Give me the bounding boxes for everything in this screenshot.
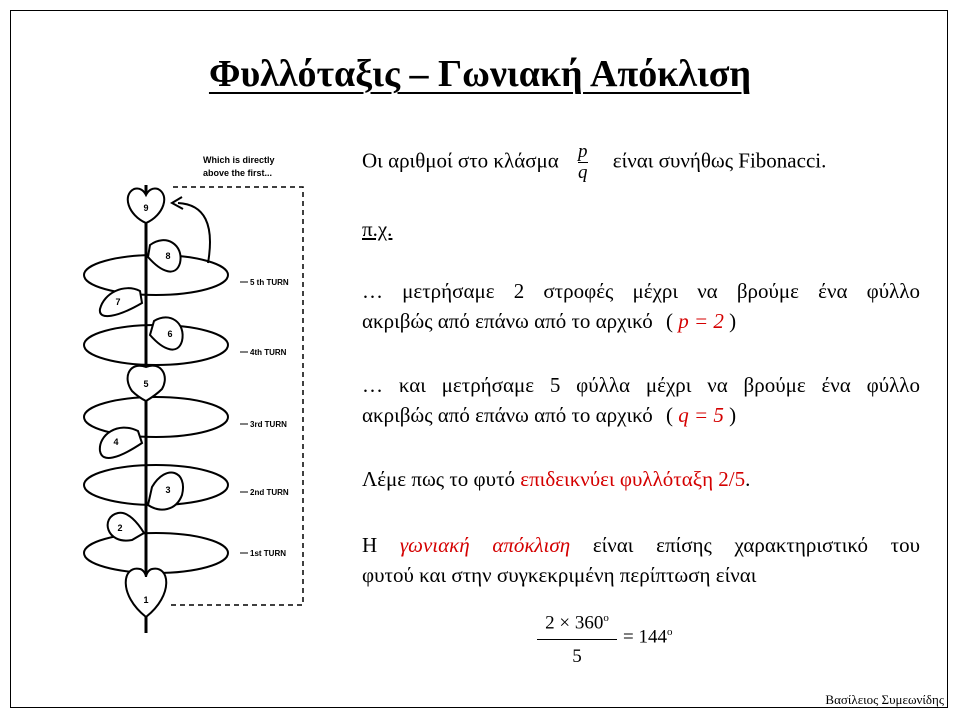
paragraph-leaves-line2-text: ακριβώς από επάνω από το αρχικό	[362, 403, 653, 427]
paragraph-turns-line2-text: ακριβώς από επάνω από το αρχικό	[362, 309, 653, 333]
intro-before: Οι αριθμοί στο κλάσμα	[362, 148, 559, 173]
phyllotaxis-statement: Λέμε πως το φυτό επιδεικνύει φυλλόταξη 2…	[362, 464, 920, 494]
statement-after: .	[745, 467, 751, 491]
turn-3-label: 3rd TURN	[250, 420, 287, 429]
paren-open: (	[666, 403, 673, 427]
leaf-number-1: 1	[143, 595, 148, 605]
paragraph-leaves-line2: ακριβώς από επάνω από το αρχικό ( q = 5 …	[362, 400, 920, 430]
turn-5-label: 5 th TURN	[250, 278, 289, 287]
angle-before: Η	[362, 533, 378, 557]
leaf-number-4: 4	[113, 437, 118, 447]
statement-highlight: επιδεικνύει φυλλόταξη 2/5	[520, 467, 746, 491]
leaf-3	[146, 471, 185, 511]
statement-before: Λέμε πως το φυτό	[362, 467, 516, 491]
leaf-5	[126, 364, 166, 403]
paren-close: )	[729, 403, 737, 427]
phyllotaxis-plant-diagram: Which is directly above the first... 5 t…	[83, 155, 304, 633]
leaf-number-8: 8	[165, 251, 170, 261]
formula-bar	[537, 639, 617, 640]
leaf-7	[98, 287, 144, 318]
fraction-numerator: p	[578, 141, 588, 162]
leaf-9	[126, 187, 166, 225]
paragraph-turns-line2: ακριβώς από επάνω από το αρχικό ( p = 2 …	[362, 306, 920, 336]
caption-line2: above the first...	[203, 168, 272, 178]
slide-frame	[10, 10, 948, 708]
turn-4-label: 4th TURN	[250, 348, 287, 357]
leaf-number-2: 2	[117, 523, 122, 533]
leaf-number-5: 5	[143, 379, 148, 389]
paren-open: (	[666, 309, 673, 333]
angle-after: είναι επίσης χαρακτηριστικό του	[592, 533, 921, 557]
paren-close: )	[729, 309, 737, 333]
leaf-4	[98, 426, 144, 459]
dashed-bracket	[168, 186, 304, 606]
leaf-number-3: 3	[165, 485, 170, 495]
slide-title: Φυλλόταξις – Γωνιακή Απόκλιση	[208, 53, 752, 95]
leaf-number-7: 7	[115, 297, 120, 307]
turn-2-label: 2nd TURN	[250, 488, 289, 497]
p-value: p = 2	[678, 309, 724, 333]
degree-sup: o	[603, 612, 609, 624]
leaf-2	[106, 511, 146, 542]
turn-1-label: 1st TURN	[250, 549, 286, 558]
leaf-numbers: 1 2 3 4 5 6 7 8 9	[113, 203, 172, 605]
leaf-8	[146, 239, 182, 273]
intro-after: είναι συνήθως Fibonacci.	[612, 148, 827, 173]
fraction-p-q: p q	[578, 142, 588, 183]
leaf-6	[148, 316, 184, 351]
angle-highlight: γωνιακή απόκλιση	[399, 533, 571, 557]
leaves	[98, 187, 185, 619]
paragraph-leaves: … και μετρήσαμε 5 φύλλα μέχρι να βρούμε …	[362, 370, 920, 430]
q-value: q = 5	[678, 403, 724, 427]
formula-result-text: = 144	[623, 626, 667, 648]
paragraph-leaves-line1: … και μετρήσαμε 5 φύλλα μέχρι να βρούμε …	[362, 373, 920, 397]
author-signature: Βασίλειος Συμεωνίδης	[825, 692, 944, 707]
intro-line: Οι αριθμοί στο κλάσμα p q είναι συνήθως …	[362, 142, 920, 183]
formula-numerator: 2 × 360o	[537, 612, 617, 634]
angle-paragraph: Η γωνιακή απόκλιση είναι επίσης χαρακτηρ…	[362, 530, 920, 590]
leaf-number-6: 6	[167, 329, 172, 339]
fraction-denominator: q	[578, 162, 588, 183]
formula-denominator: 5	[572, 646, 582, 667]
caption-line1: Which is directly	[203, 155, 275, 165]
angle-line1: Η γωνιακή απόκλιση είναι επίσης χαρακτηρ…	[362, 530, 920, 560]
leaf-1	[124, 567, 168, 619]
degree-sup: o	[666, 626, 673, 638]
formula-result: = 144o	[623, 626, 672, 648]
paragraph-turns: … μετρήσαμε 2 στροφές μέχρι να βρούμε έν…	[362, 276, 920, 336]
turn-labels: 5 th TURN 4th TURN 3rd TURN 2nd TURN 1st…	[240, 278, 289, 558]
example-label: π.χ.	[362, 217, 393, 241]
leaf-number-9: 9	[143, 203, 148, 213]
formula-numerator-text: 2 × 360	[545, 612, 604, 634]
paragraph-turns-line1: … μετρήσαμε 2 στροφές μέχρι να βρούμε έν…	[362, 279, 920, 303]
angle-line2: φυτού και στην συγκεκριμένη περίπτωση εί…	[362, 563, 757, 587]
